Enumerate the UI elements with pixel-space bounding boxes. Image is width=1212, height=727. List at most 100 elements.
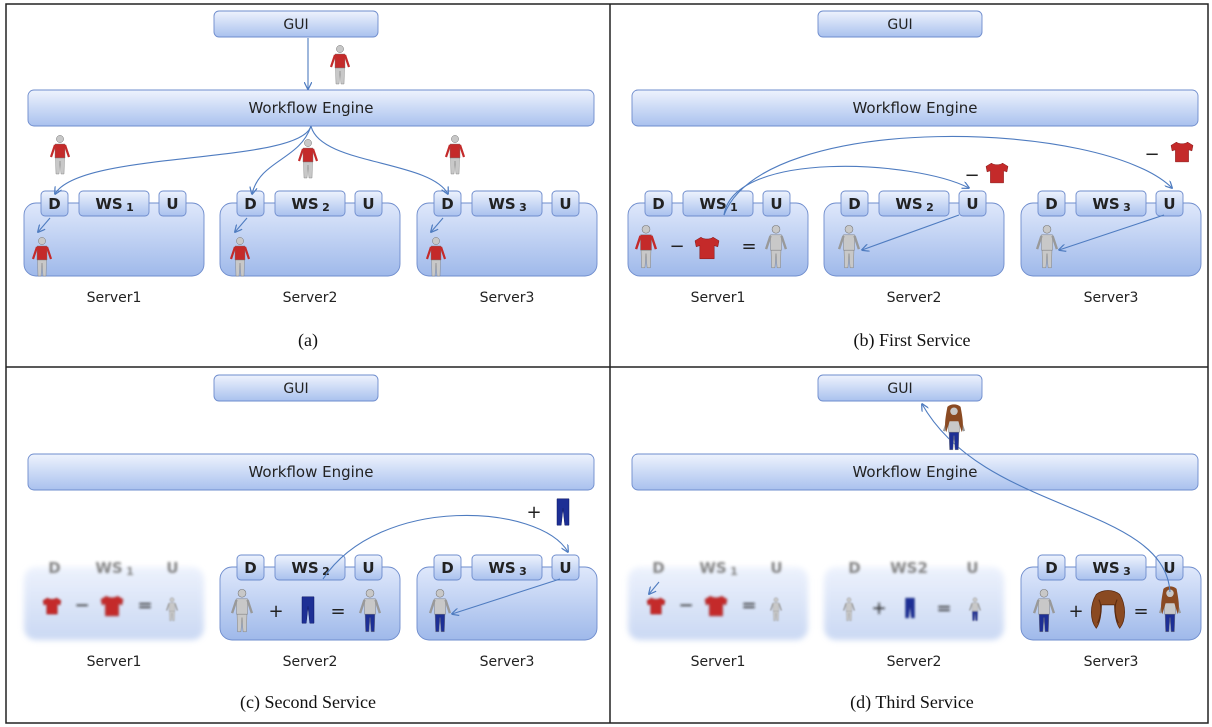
ws-label: WS — [291, 559, 318, 577]
operator-symbol: + — [871, 598, 886, 619]
d-box — [1037, 190, 1066, 217]
ws-label: WS — [1092, 195, 1119, 213]
ws-label: WS — [699, 195, 726, 213]
u-label: U — [966, 559, 978, 577]
u-label: U — [559, 195, 571, 213]
gui-box — [213, 374, 379, 402]
u-box — [1155, 190, 1184, 217]
d-down-arrow — [649, 581, 660, 594]
gui-label: GUI — [283, 381, 308, 397]
operator-symbol: − — [669, 236, 684, 257]
server-label: Server3 — [1084, 654, 1139, 670]
d-label: D — [1045, 195, 1057, 213]
ws-subscript: 1 — [126, 201, 134, 214]
gui-label: GUI — [887, 17, 912, 33]
caption-a: (a) — [298, 330, 318, 351]
shirt-icon — [42, 597, 62, 615]
server-label: Server2 — [887, 654, 942, 670]
ws-label: WS — [95, 195, 122, 213]
ws-subscript: 1 — [730, 565, 738, 578]
person-red-shirt — [329, 45, 351, 85]
d-label: D — [441, 559, 453, 577]
shirt-icon — [100, 595, 124, 617]
workflow-engine-label: Workflow Engine — [852, 99, 977, 117]
server-label: Server1 — [691, 654, 746, 670]
panel-d-content: −=+=+= — [646, 404, 1182, 633]
ws-subscript: 2 — [322, 565, 330, 578]
u-box — [354, 554, 383, 581]
gui-box — [213, 10, 379, 38]
u-box — [551, 190, 580, 217]
panel-borders — [5, 3, 1209, 724]
d-label: D — [848, 195, 860, 213]
ws-subscript: 3 — [1123, 565, 1131, 578]
ws-subscript: 1 — [730, 201, 738, 214]
gui-box — [817, 10, 983, 38]
ws-label: WS — [1092, 559, 1119, 577]
person-figure — [297, 139, 319, 179]
engine-to-server2-arrow — [252, 125, 312, 194]
d-label: D — [244, 559, 256, 577]
d-label: D — [441, 195, 453, 213]
person-figure — [837, 225, 861, 269]
ws-subscript: 2 — [926, 201, 934, 214]
operator-symbol: − — [74, 595, 89, 616]
ws-label: WS — [895, 195, 922, 213]
d-down-arrow — [235, 217, 248, 232]
d-label: D — [48, 195, 60, 213]
person-figure — [425, 237, 447, 277]
server-label: Server2 — [887, 290, 942, 306]
d-label: D — [652, 559, 664, 577]
panel-c-content: −=+=+ — [42, 498, 570, 633]
person-figure — [358, 589, 382, 633]
server-label: Server3 — [480, 290, 535, 306]
pants-icon — [905, 597, 915, 619]
d-box — [644, 190, 673, 217]
operator-symbol: + — [1068, 601, 1083, 622]
ws-box — [1075, 190, 1147, 217]
shirt-icon — [694, 236, 720, 260]
ws-box — [274, 190, 346, 217]
d-label: D — [652, 195, 664, 213]
gui-label: GUI — [887, 381, 912, 397]
operator-symbol: = — [741, 595, 756, 616]
operator-symbol: = — [137, 595, 152, 616]
ws-box — [471, 190, 543, 217]
person-figure — [634, 225, 658, 269]
u-box — [762, 190, 791, 217]
server-label: Server2 — [283, 290, 338, 306]
panel-b-content: −=−− — [634, 135, 1194, 269]
person-figure — [428, 589, 452, 633]
operator-symbol: = — [330, 601, 345, 622]
ws-label: WS — [291, 195, 318, 213]
person-figure — [1158, 586, 1182, 633]
server-label: Server3 — [480, 654, 535, 670]
u-label: U — [1163, 195, 1175, 213]
server-label: Server1 — [87, 290, 142, 306]
d-label: D — [1045, 559, 1057, 577]
server-label: Server1 — [87, 654, 142, 670]
d-box — [840, 190, 869, 217]
u-to-figure-arrow — [452, 578, 561, 614]
u-label: U — [362, 559, 374, 577]
caption-d: (d) Third Service — [850, 692, 974, 713]
operator-symbol: − — [964, 165, 979, 186]
person-figure — [769, 597, 783, 621]
d-down-arrow — [38, 217, 51, 232]
workflow-engine-box — [631, 453, 1199, 491]
server1-to-server2-u-arrow — [723, 165, 969, 216]
person-figure — [444, 135, 466, 175]
person-figure — [1035, 225, 1059, 269]
operator-symbol: = — [1133, 601, 1148, 622]
u-label: U — [1163, 559, 1175, 577]
operator-symbol: = — [936, 598, 951, 619]
